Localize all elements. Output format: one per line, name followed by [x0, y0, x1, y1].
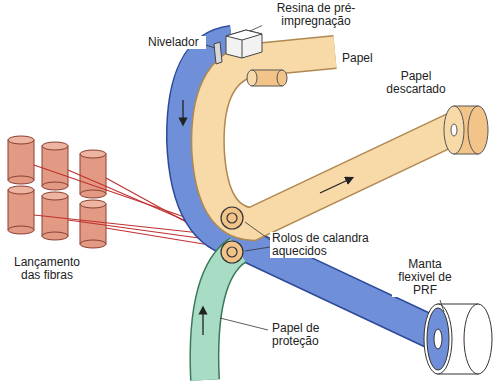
resin-box — [226, 30, 262, 58]
prepreg-label: Manta flexivel de PRF — [392, 258, 458, 297]
prepreg-roll — [424, 304, 492, 374]
direction-arrows — [183, 100, 350, 335]
calender-label: Rolos de calandra aquecidos — [270, 232, 384, 258]
discard-label: Papel descartado — [380, 70, 452, 96]
leveler — [214, 42, 222, 64]
fiber-label: Lançamento das fibras — [4, 256, 90, 282]
resin-label: Resina de pré-impregnação — [262, 2, 370, 28]
carrier-paper-band — [208, 52, 455, 224]
paper-label: Papel — [340, 52, 384, 65]
calender-rolls — [221, 207, 243, 263]
paper-roll — [247, 70, 287, 86]
protection-paper-band — [204, 250, 238, 380]
protection-label: Papel de proteção — [270, 322, 332, 348]
fiber-spools — [8, 136, 106, 248]
discard-roll — [444, 106, 488, 154]
leveler-label: Nivelador — [146, 36, 206, 49]
